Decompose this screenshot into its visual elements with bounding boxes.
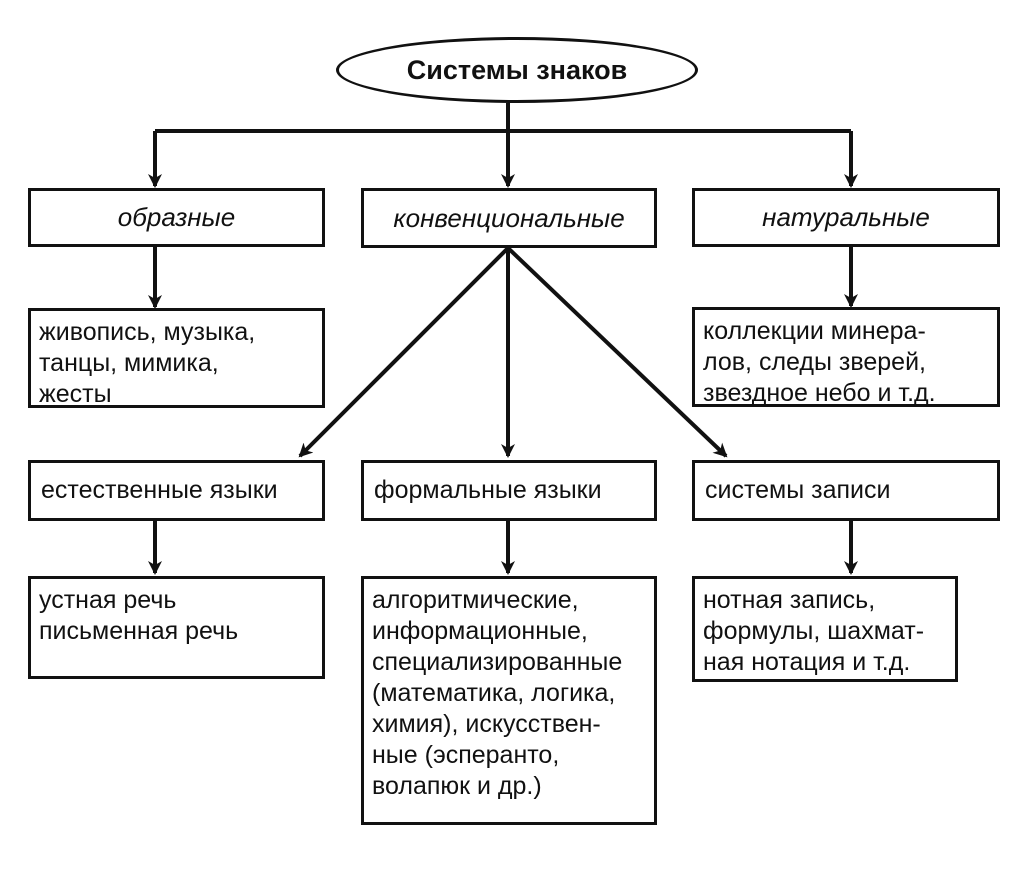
example-line: коллекции минера- bbox=[703, 317, 926, 345]
example-line: химия), искусствен- bbox=[372, 710, 601, 738]
example-line: алгоритмические, bbox=[372, 586, 579, 614]
example-line: лов, следы зверей, bbox=[703, 348, 926, 376]
node-formal-languages-examples: алгоритмические, информационные, специал… bbox=[361, 576, 657, 825]
node-formal-languages: формальные языки bbox=[361, 460, 657, 521]
node-conventional: конвенциональные bbox=[361, 188, 657, 248]
node-natural-examples: коллекции минера- лов, следы зверей, зве… bbox=[692, 307, 1000, 407]
node-figurative: образные bbox=[28, 188, 325, 247]
node-natural-languages-examples: устная речь письменная речь bbox=[28, 576, 325, 679]
example-line: танцы, мимика, bbox=[39, 349, 219, 377]
example-line: (математика, логика, bbox=[372, 679, 616, 707]
arrow-to-natural-languages bbox=[298, 246, 510, 458]
example-line: информационные, bbox=[372, 617, 588, 645]
root-node: Системы знаков bbox=[336, 37, 698, 103]
arrow-to-notation-systems bbox=[506, 246, 728, 458]
example-line: письменная речь bbox=[39, 617, 239, 645]
example-line: звездное небо и т.д. bbox=[703, 379, 936, 407]
example-line: жесты bbox=[39, 380, 112, 408]
node-figurative-examples: живопись, музыка, танцы, мимика, жесты bbox=[28, 308, 325, 408]
example-line: волапюк и др.) bbox=[372, 772, 542, 800]
node-notation-systems: системы записи bbox=[692, 460, 1000, 521]
node-notation-examples: нотная запись, формулы, шахмат- ная нота… bbox=[692, 576, 958, 682]
example-line: формулы, шахмат- bbox=[703, 617, 925, 645]
example-line: нотная запись, bbox=[703, 586, 876, 614]
example-line: специализированные bbox=[372, 648, 623, 676]
node-natural: натуральные bbox=[692, 188, 1000, 247]
example-line: ные (эсперанто, bbox=[372, 741, 560, 769]
node-natural-languages: естественные языки bbox=[28, 460, 325, 521]
example-line: ная нотация и т.д. bbox=[703, 648, 911, 676]
example-line: устная речь bbox=[39, 586, 177, 614]
example-line: живопись, музыка, bbox=[39, 318, 256, 346]
